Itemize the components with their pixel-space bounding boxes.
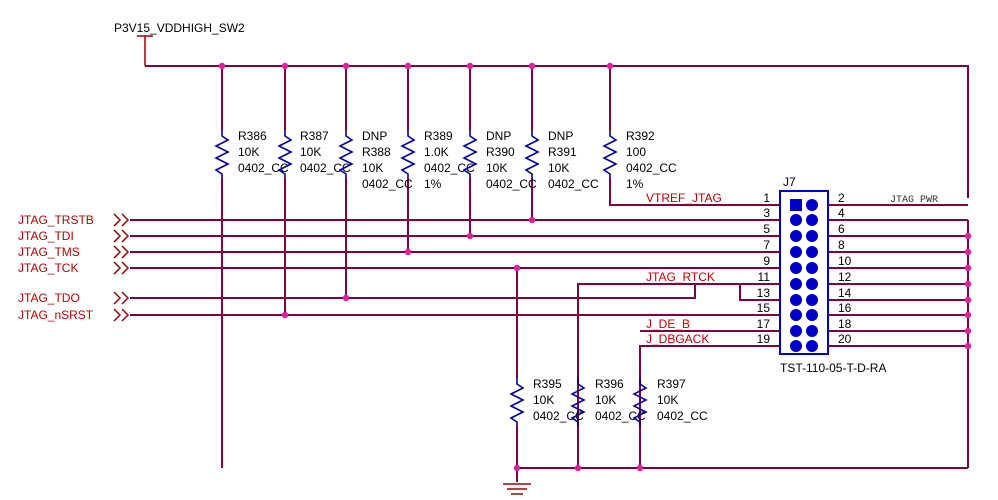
net-label-de-b: J_DE_B xyxy=(646,317,690,331)
resistor-r389: R389 1.0K 0402_CC xyxy=(400,129,475,178)
svg-text:R388: R388 xyxy=(362,145,391,159)
svg-text:1%: 1% xyxy=(626,177,644,191)
resistor-r388: DNP R388 10K 0402_CC 1% xyxy=(338,129,442,191)
svg-text:0402_CC: 0402_CC xyxy=(657,409,708,423)
svg-text:10K: 10K xyxy=(486,161,507,175)
port-jtag-tdi: JTAG_TDI xyxy=(18,229,130,243)
resistor-r395: R395 10K 0402_CC xyxy=(509,377,584,426)
svg-text:10K: 10K xyxy=(533,393,554,407)
svg-text:1.0K: 1.0K xyxy=(424,145,449,159)
svg-text:3: 3 xyxy=(763,206,770,220)
svg-text:13: 13 xyxy=(757,286,771,300)
resistor-r391: DNP R391 10K 0402_CC xyxy=(524,129,599,191)
svg-text:12: 12 xyxy=(838,270,852,284)
svg-text:JTAG_TDO: JTAG_TDO xyxy=(18,291,80,305)
svg-text:15: 15 xyxy=(757,301,771,315)
svg-text:10: 10 xyxy=(838,254,852,268)
net-label-dbgack: J_DBGACK xyxy=(646,332,709,346)
svg-text:18: 18 xyxy=(838,317,852,331)
resistor-r396: R396 10K 0402_CC xyxy=(570,377,646,426)
port-jtag-tck: JTAG_TCK xyxy=(18,261,130,275)
svg-text:4: 4 xyxy=(838,206,845,220)
svg-text:6: 6 xyxy=(838,222,845,236)
power-net-label: P3V15_VDDHIGH_SW2 xyxy=(114,21,245,35)
svg-text:11: 11 xyxy=(758,270,771,284)
svg-text:0402_CC: 0402_CC xyxy=(238,161,289,175)
svg-text:10K: 10K xyxy=(238,145,259,159)
svg-text:0402_CC: 0402_CC xyxy=(533,409,584,423)
resistors-top: R386 10K 0402_CC R387 10K 0402_CC DNP R3… xyxy=(214,129,677,191)
svg-text:9: 9 xyxy=(763,254,770,268)
svg-text:0402_CC: 0402_CC xyxy=(424,161,475,175)
svg-text:0402_CC: 0402_CC xyxy=(548,177,599,191)
svg-text:DNP: DNP xyxy=(486,129,511,143)
svg-text:19: 19 xyxy=(757,332,771,346)
svg-text:100: 100 xyxy=(626,145,646,159)
svg-text:R387: R387 xyxy=(300,129,329,143)
ground-symbol xyxy=(503,483,531,495)
svg-text:0402_CC: 0402_CC xyxy=(626,161,677,175)
resistor-r390: DNP R390 10K 0402_CC xyxy=(462,129,537,191)
resistor-r387: R387 10K 0402_CC xyxy=(277,129,351,178)
net-label-rtck: JTAG_RTCK xyxy=(646,270,715,284)
port-jtag-tdo: JTAG_TDO xyxy=(18,291,130,305)
svg-text:0402_CC: 0402_CC xyxy=(486,177,537,191)
svg-text:R392: R392 xyxy=(626,129,655,143)
svg-text:DNP: DNP xyxy=(362,129,387,143)
connector-ref: J7 xyxy=(783,175,796,189)
svg-text:1: 1 xyxy=(763,191,770,205)
wires xyxy=(130,65,969,482)
port-jtag-trstb: JTAG_TRSTB xyxy=(18,213,130,227)
svg-text:R389: R389 xyxy=(424,129,453,143)
svg-text:1%: 1% xyxy=(424,177,442,191)
svg-text:DNP: DNP xyxy=(548,129,573,143)
connector-part-number: TST-110-05-T-D-RA xyxy=(780,361,886,375)
svg-text:R395: R395 xyxy=(533,377,562,391)
svg-text:JTAG_TCK: JTAG_TCK xyxy=(18,261,78,275)
svg-text:10K: 10K xyxy=(300,145,321,159)
junction-dots xyxy=(218,62,972,472)
svg-text:0402_CC: 0402_CC xyxy=(300,161,351,175)
ports: JTAG_TRSTB JTAG_TDI JTAG_TMS JTAG_TCK JT… xyxy=(18,213,130,322)
svg-text:R397: R397 xyxy=(657,377,686,391)
svg-text:JTAG_TDI: JTAG_TDI xyxy=(18,229,74,243)
svg-text:10K: 10K xyxy=(362,161,383,175)
svg-text:14: 14 xyxy=(838,286,852,300)
svg-text:JTAG_TRSTB: JTAG_TRSTB xyxy=(18,213,94,227)
resistor-r386: R386 10K 0402_CC xyxy=(214,129,289,178)
svg-text:10K: 10K xyxy=(595,393,616,407)
resistor-r397: R397 10K 0402_CC xyxy=(632,377,708,426)
svg-text:10K: 10K xyxy=(657,393,678,407)
net-label-jtag-pwr: JTAG PWR xyxy=(890,195,938,206)
svg-text:JTAG_TMS: JTAG_TMS xyxy=(18,245,80,259)
svg-text:R390: R390 xyxy=(486,145,515,159)
svg-text:20: 20 xyxy=(838,332,852,346)
svg-text:16: 16 xyxy=(838,301,852,315)
svg-text:JTAG_nSRST: JTAG_nSRST xyxy=(18,308,94,322)
svg-text:7: 7 xyxy=(763,238,770,252)
connector-j7: J7 1 3 5 7 9 11 13 15 17 19 2 4 6 8 10 1… xyxy=(757,175,887,375)
svg-text:5: 5 xyxy=(763,222,770,236)
svg-text:2: 2 xyxy=(838,191,845,205)
svg-text:R396: R396 xyxy=(595,377,624,391)
svg-text:10K: 10K xyxy=(548,161,569,175)
resistors-bottom: R395 10K 0402_CC R396 10K 0402_CC R397 1… xyxy=(509,377,708,426)
net-label-vtref: VTREF_JTAG xyxy=(646,191,722,205)
svg-text:17: 17 xyxy=(757,317,771,331)
svg-text:0402_CC: 0402_CC xyxy=(362,177,413,191)
resistor-r392: R392 100 0402_CC 1% xyxy=(602,129,677,191)
power-symbol: P3V15_VDDHIGH_SW2 xyxy=(114,21,245,66)
svg-text:R386: R386 xyxy=(238,129,267,143)
port-jtag-tms: JTAG_TMS xyxy=(18,245,130,259)
net-labels: VTREF_JTAG JTAG PWR JTAG_RTCK J_DE_B J_D… xyxy=(646,191,938,346)
svg-text:0402_CC: 0402_CC xyxy=(595,409,646,423)
port-jtag-nsrst: JTAG_nSRST xyxy=(18,308,130,322)
svg-text:R391: R391 xyxy=(548,145,577,159)
svg-text:8: 8 xyxy=(838,238,845,252)
